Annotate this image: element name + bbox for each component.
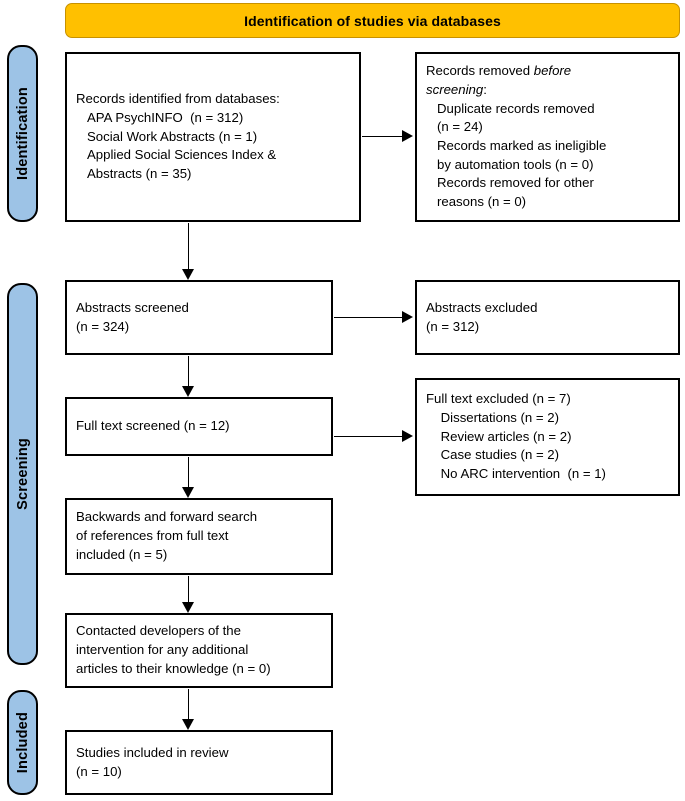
- records-removed-italic-before: before: [533, 63, 572, 79]
- box-records-identified-text: Records identified from databases: APA P…: [76, 91, 280, 182]
- arrow-down-icon: [182, 719, 194, 730]
- records-removed-lead: Records removed: [426, 63, 534, 79]
- stage-label-identification-text: Identification: [14, 86, 31, 181]
- arrow-down-icon: [182, 487, 194, 498]
- connector-fulltext-screened-to-backwards-forward: [188, 457, 189, 487]
- box-backwards-forward-search: Backwards and forward search of referenc…: [65, 498, 333, 575]
- box-abstracts-excluded-text: Abstracts excluded (n = 312): [426, 299, 538, 334]
- box-fulltext-excluded: Full text excluded (n = 7) Dissertations…: [415, 378, 680, 496]
- box-fulltext-excluded-text: Full text excluded (n = 7) Dissertations…: [426, 391, 606, 482]
- stage-label-identification: Identification: [7, 45, 38, 222]
- banner-title: Identification of studies via databases: [244, 12, 501, 29]
- box-abstracts-excluded: Abstracts excluded (n = 312): [415, 280, 680, 355]
- connector-backwards-forward-to-contacted-developers: [188, 576, 189, 602]
- connector-fulltext-screened-to-fulltext-excluded: [334, 436, 404, 437]
- box-abstracts-screened-text: Abstracts screened (n = 324): [76, 299, 189, 334]
- box-records-identified: Records identified from databases: APA P…: [65, 52, 361, 222]
- box-fulltext-screened: Full text screened (n = 12): [65, 397, 333, 456]
- box-backwards-forward-search-text: Backwards and forward search of referenc…: [76, 509, 258, 562]
- box-records-removed-before-screening: Records removed before screening: Duplic…: [415, 52, 680, 222]
- box-abstracts-screened: Abstracts screened (n = 324): [65, 280, 333, 355]
- connector-contacted-developers-to-studies-included: [188, 689, 189, 719]
- box-contacted-developers-text: Contacted developers of the intervention…: [76, 623, 271, 676]
- banner-identification-via-databases: Identification of studies via databases: [65, 3, 680, 38]
- arrow-right-icon: [402, 130, 413, 142]
- arrow-right-icon: [402, 311, 413, 323]
- connector-abstracts-screened-to-fulltext-screened: [188, 356, 189, 386]
- arrow-down-icon: [182, 269, 194, 280]
- stage-label-screening: Screening: [7, 283, 38, 665]
- stage-label-screening-text: Screening: [14, 438, 31, 510]
- connector-identified-to-records-removed: [362, 136, 404, 137]
- box-studies-included-in-review: Studies included in review (n = 10): [65, 730, 333, 795]
- stage-label-included-text: Included: [14, 711, 31, 774]
- box-studies-included-in-review-text: Studies included in review (n = 10): [76, 744, 229, 779]
- stage-label-included: Included: [7, 690, 38, 795]
- arrow-right-icon: [402, 430, 413, 442]
- arrow-down-icon: [182, 602, 194, 613]
- connector-identified-to-abstracts-screened: [188, 223, 189, 270]
- records-removed-colon: :: [483, 81, 487, 97]
- records-removed-italic-screening: screening: [426, 81, 484, 97]
- connector-abstracts-screened-to-abstracts-excluded: [334, 317, 404, 318]
- records-removed-rest: Duplicate records removed (n = 24) Recor…: [437, 100, 607, 210]
- box-records-removed-text: Records removed before screening: Duplic…: [426, 62, 669, 212]
- box-contacted-developers: Contacted developers of the intervention…: [65, 613, 333, 688]
- arrow-down-icon: [182, 386, 194, 397]
- box-fulltext-screened-text: Full text screened (n = 12): [76, 418, 230, 434]
